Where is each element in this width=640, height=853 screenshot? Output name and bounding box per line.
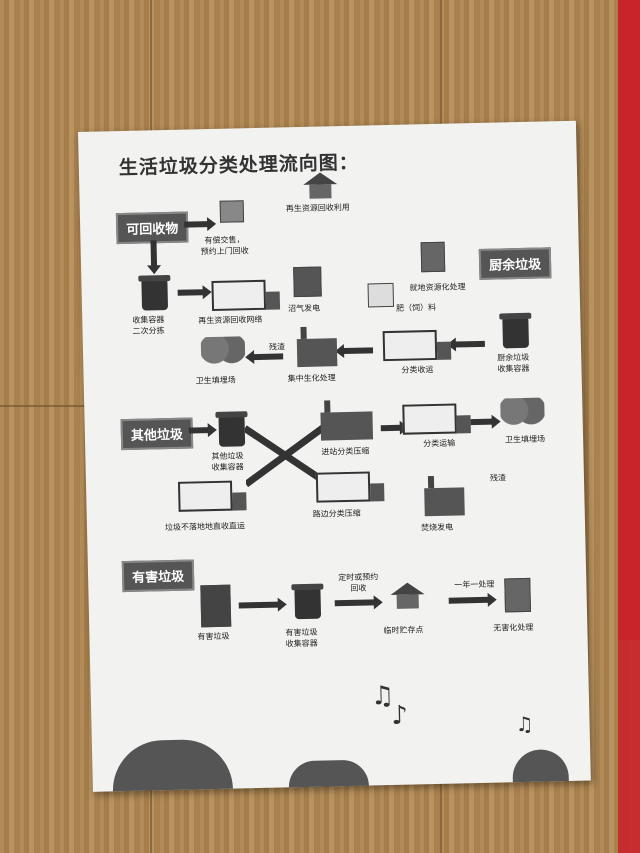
category-hazardous: 有害垃圾 bbox=[121, 559, 195, 593]
arrow bbox=[334, 599, 375, 607]
house-icon bbox=[303, 172, 338, 199]
kitchen-bin-label: 厨余垃圾 收集容器 bbox=[497, 352, 530, 374]
landfill-label: 卫生填埋场 bbox=[195, 375, 236, 386]
roadside-label: 路边分类压缩 bbox=[312, 508, 361, 519]
poster-sheet: 生活垃圾分类处理流向图： 可回收物 有偿交售， 预约上门回收 再生资源回收利用 … bbox=[78, 120, 591, 792]
feed-icon bbox=[367, 282, 395, 308]
category-kitchen: 厨余垃圾 bbox=[478, 247, 552, 280]
trade-label: 有偿交售， 预约上门回收 bbox=[200, 235, 249, 257]
decorative-dome bbox=[512, 749, 569, 783]
kitchen-transport-label: 分类收运 bbox=[401, 364, 434, 375]
red-object-edge bbox=[618, 0, 640, 640]
other-residue-label: 残渣 bbox=[489, 473, 507, 483]
other-bin-icon bbox=[218, 416, 246, 447]
hazard-bin-label: 有害垃圾 收集容器 bbox=[285, 627, 318, 649]
landfill-icon bbox=[200, 336, 246, 368]
hazard-item-label: 有害垃圾 bbox=[197, 631, 230, 642]
feed-label: 肥（饲）料 bbox=[395, 302, 437, 313]
other-truck-icon bbox=[402, 403, 457, 435]
arrow bbox=[177, 289, 204, 296]
arrow bbox=[188, 427, 209, 434]
resource-icon bbox=[420, 241, 446, 273]
incinerate-icon bbox=[424, 487, 465, 517]
residue-label: 残渣 bbox=[268, 342, 286, 352]
category-other: 其他垃圾 bbox=[120, 417, 194, 451]
other-landfill-label: 卫生填埋场 bbox=[504, 434, 546, 445]
resource-label: 就地资源化处理 bbox=[409, 282, 466, 293]
recycle-bin-label: 收集容器 二次分拣 bbox=[132, 315, 165, 336]
arrow bbox=[238, 601, 279, 609]
other-bin-label: 其他垃圾 收集容器 bbox=[211, 451, 244, 473]
direct-label: 垃圾不落地地直收直运 bbox=[164, 521, 246, 533]
decorative-dome bbox=[111, 738, 233, 792]
network-label: 再生资源回收网络 bbox=[198, 314, 263, 326]
direct-truck-icon bbox=[177, 480, 233, 512]
arrow bbox=[184, 221, 209, 228]
arrow bbox=[253, 353, 284, 361]
split-arrows-icon bbox=[244, 423, 327, 488]
red-object-edge bbox=[618, 640, 640, 853]
factory-icon bbox=[296, 338, 338, 368]
arrow bbox=[454, 340, 485, 348]
recycle-bin-icon bbox=[141, 280, 169, 311]
category-recyclable: 可回收物 bbox=[115, 211, 189, 245]
station-icon bbox=[320, 411, 374, 441]
arrow bbox=[448, 596, 489, 604]
biogas-icon bbox=[293, 266, 322, 298]
hazard-item-icon bbox=[200, 584, 232, 628]
arrow bbox=[470, 418, 493, 426]
arrow bbox=[380, 424, 401, 432]
kitchen-truck-icon bbox=[382, 329, 438, 362]
schedule-label: 定时或预约 回收 bbox=[338, 572, 379, 593]
music-note-icon: ♫ bbox=[515, 711, 534, 737]
truck-icon bbox=[211, 279, 267, 312]
arrow bbox=[150, 240, 158, 267]
safe-treatment-icon bbox=[504, 577, 532, 613]
biogas-label: 沼气发电 bbox=[287, 303, 321, 314]
year-label: 一年一处理 bbox=[454, 579, 495, 590]
other-landfill-icon bbox=[500, 397, 545, 429]
floor-seam bbox=[0, 405, 110, 407]
recycle-use-label: 再生资源回收利用 bbox=[285, 202, 350, 214]
storage-house-icon bbox=[390, 582, 425, 609]
kitchen-bin-icon bbox=[502, 317, 530, 349]
storage-label: 临时贮存点 bbox=[383, 625, 424, 636]
roadside-truck-icon bbox=[315, 471, 371, 503]
arrow bbox=[342, 347, 374, 355]
music-note-icon: ♪ bbox=[390, 700, 409, 732]
central-label: 集中生化处理 bbox=[287, 373, 336, 384]
decorative-dome bbox=[288, 759, 369, 788]
hazard-bin-icon bbox=[294, 588, 322, 620]
station-label: 进站分类压缩 bbox=[321, 446, 370, 457]
safe-label: 无害化处理 bbox=[493, 622, 534, 633]
trade-icon bbox=[219, 200, 245, 223]
other-transport-label: 分类运输 bbox=[423, 438, 456, 449]
incinerate-label: 焚烧发电 bbox=[420, 522, 454, 533]
